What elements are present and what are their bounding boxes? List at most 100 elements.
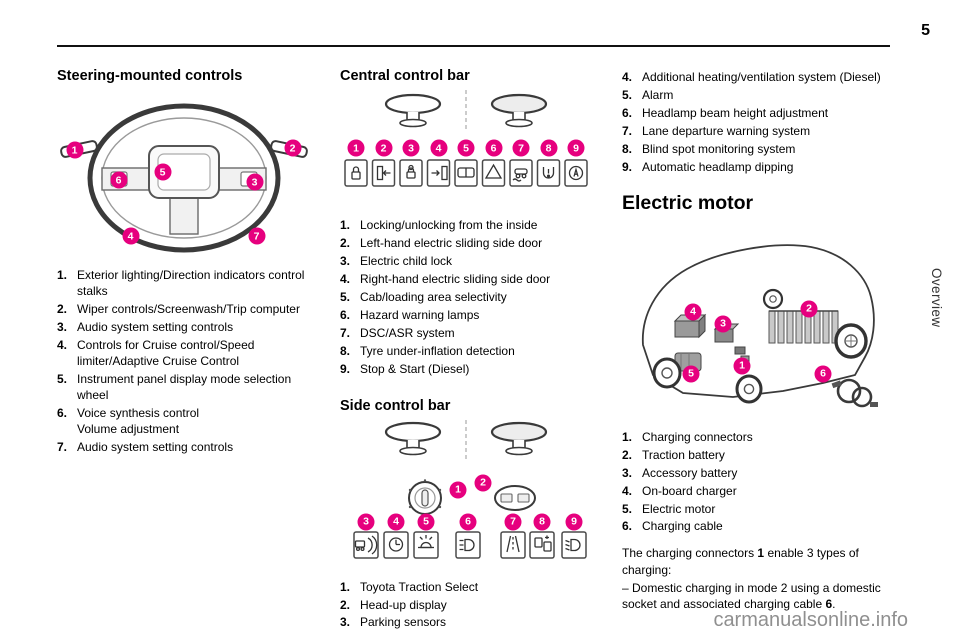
alarm-icon xyxy=(418,534,434,548)
item-number: 6. xyxy=(622,519,633,534)
list-item: 4.Right-hand electric sliding side door xyxy=(340,272,592,288)
callout-6: 6 xyxy=(459,513,477,531)
item-number: 2. xyxy=(57,301,68,316)
paragraph-text: – Domestic charging in mode 2 using a do… xyxy=(622,580,881,611)
callout-4: 4 xyxy=(684,303,702,321)
list-item: 3.Audio system setting controls xyxy=(57,320,310,336)
callout-1: 1 xyxy=(733,357,751,375)
item-text: Parking sensors xyxy=(360,615,447,630)
list-item: 5. Instrument panel display mode selectio… xyxy=(57,372,310,404)
paragraph-text: The charging connectors xyxy=(622,546,758,561)
callout-1: 1 xyxy=(449,481,467,499)
list-item: 8.Blind spot monitoring system xyxy=(622,142,890,158)
item-number: 3. xyxy=(340,253,351,268)
item-text: Exterior lighting/Direction indicators c… xyxy=(77,268,305,298)
list-item: 6. Hazard warning lamps xyxy=(340,308,592,324)
item-number: 4. xyxy=(622,70,633,84)
callout-5: 5 xyxy=(154,163,171,181)
electric-motor-diagram: 1 2 3 4 5 6 xyxy=(623,225,889,420)
callout-3: 3 xyxy=(402,139,420,157)
parking-sensors-icon xyxy=(354,535,378,555)
head-up-display-control-icon xyxy=(494,484,536,511)
dsc-asr-icon xyxy=(512,168,528,182)
lock-icon xyxy=(351,166,361,180)
side-list-continued: 4.Additional heating/ventilation system … xyxy=(622,70,890,176)
callout-2: 2 xyxy=(284,139,301,157)
list-item: 1.Locking/unlocking from the inside xyxy=(340,218,592,234)
list-item: 5.Electric motor xyxy=(622,502,890,518)
top-rule xyxy=(57,45,890,47)
item-text: Cab/loading area selectivity xyxy=(360,289,507,304)
item-number: 4. xyxy=(57,337,68,352)
wheel-icon xyxy=(834,323,868,359)
callout-3: 3 xyxy=(714,315,732,333)
wheel-icon xyxy=(762,288,784,309)
page-number: 5 xyxy=(921,22,930,39)
section-title: Central control bar xyxy=(340,68,470,84)
list-item: 6. Charging cable xyxy=(622,519,890,535)
item-text: Locking/unlocking from the inside xyxy=(360,218,538,232)
paragraph-text: . xyxy=(832,597,836,611)
callout-3: 3 xyxy=(357,513,375,531)
item-text: Wiper controls/Screenwash/Trip computer xyxy=(77,301,300,316)
callout-6: 6 xyxy=(485,139,502,157)
item-text: Right-hand electric sliding side door xyxy=(360,271,551,286)
item-number: 1. xyxy=(57,268,68,282)
item-text: Accessory battery xyxy=(642,465,738,480)
left-sliding-door-icon xyxy=(376,165,391,181)
steering-top-view-icon xyxy=(384,93,442,128)
steering-wheel-illustration xyxy=(59,103,308,253)
van-outline xyxy=(641,244,875,398)
stop-start-icon xyxy=(568,165,584,181)
item-number: 7. xyxy=(57,439,68,454)
item-number: 5. xyxy=(622,87,633,102)
item-text: Hazard warning lamps xyxy=(360,307,480,322)
item-text: DSC/ASR system xyxy=(360,325,455,340)
item-number: 5. xyxy=(622,501,633,516)
list-item: 1.Toyota Traction Select xyxy=(340,580,592,596)
item-text: Audio system setting controls xyxy=(77,319,234,334)
item-number: 2. xyxy=(340,597,351,612)
item-number: 1. xyxy=(622,429,633,444)
item-text: Head-up display xyxy=(360,597,447,612)
list-item: 3. Accessory battery xyxy=(622,466,890,482)
callout-1: 1 xyxy=(347,139,365,157)
section-title: Steering-mounted controls xyxy=(57,68,243,84)
callout-6: 6 xyxy=(814,365,832,383)
item-text: Charging cable xyxy=(642,519,723,534)
list-item: 5.Cab/loading area selectivity xyxy=(340,290,592,306)
right-sliding-door-icon xyxy=(431,165,448,181)
column-steering: Steering-mounted controls 1 2 3 4 xyxy=(57,68,310,457)
item-text: Lane departure warning system xyxy=(642,123,811,138)
item-number: 5. xyxy=(57,371,68,386)
item-number: 8. xyxy=(622,141,633,156)
charging-mode-paragraph: – Domestic charging in mode 2 using a do… xyxy=(622,580,890,612)
list-item: 7.DSC/ASR system xyxy=(340,326,592,342)
side-list: 1.Toyota Traction Select 2. Head-up displ… xyxy=(340,580,592,632)
lane-departure-icon xyxy=(506,535,520,552)
item-number: 3. xyxy=(340,615,351,630)
paragraph-bold-ref: 1 xyxy=(757,546,765,561)
item-number: 6. xyxy=(340,307,351,322)
item-text: Toyota Traction Select xyxy=(360,579,479,594)
item-number: 7. xyxy=(622,123,633,138)
blind-spot-icon xyxy=(534,535,552,552)
section-title: Side control bar xyxy=(340,397,451,414)
item-text: Electric child lock xyxy=(360,253,453,268)
callout-4: 4 xyxy=(387,513,405,531)
item-text: Headlamp beam height adjustment xyxy=(642,105,829,120)
item-number: 9. xyxy=(622,159,633,174)
central-list: 1.Locking/unlocking from the inside 2. Le… xyxy=(340,218,592,378)
wheel-icon xyxy=(652,357,682,389)
item-number: 6. xyxy=(57,405,68,420)
list-item: 6.Headlamp beam height adjustment xyxy=(622,106,890,122)
list-item: 2. Wiper controls/Screenwash/Trip compute… xyxy=(57,302,310,318)
item-text: Left-hand electric sliding side door xyxy=(360,235,543,250)
item-text: Automatic headlamp dipping xyxy=(642,159,794,174)
item-number: 2. xyxy=(340,235,351,250)
steering-list: 1. Exterior lighting/Direction indicators… xyxy=(57,268,310,455)
item-text: Voice synthesis control Volume adjustmen… xyxy=(77,405,200,436)
item-number: 3. xyxy=(622,465,633,480)
item-text: Instrument panel display mode selection … xyxy=(77,371,292,402)
list-item: 3. Parking sensors xyxy=(340,615,592,631)
